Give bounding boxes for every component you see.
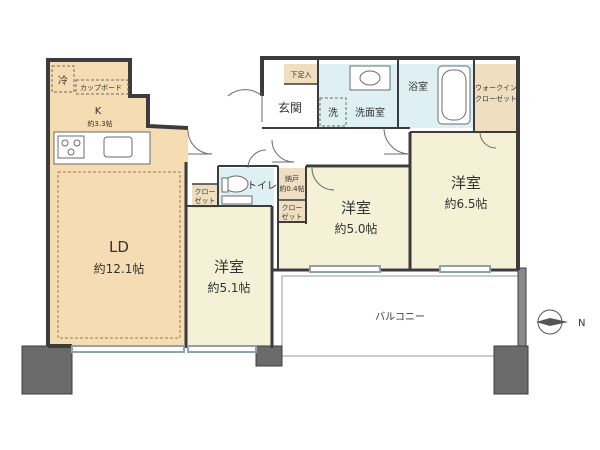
room2-floor [278,168,410,268]
room3-area: 約6.5帖 [444,196,487,211]
closet1-floor [192,184,218,208]
bathtub [437,65,471,125]
storage-floor [278,168,306,200]
shoebox-label: 下足入 [291,71,312,79]
wic-label-1: ウォークイン [475,84,517,92]
cupboard-label: カップボード [80,84,122,92]
entrance-label: 玄関 [278,100,302,115]
room2-area: 約5.0帖 [334,221,377,236]
fridge-label: 冷 [58,74,68,87]
washer-box [319,97,347,127]
room3-name: 洋室 [451,174,481,192]
room1-area: 約5.1帖 [207,280,250,295]
toilet-label: トイレ [247,181,277,192]
kitchen-sink [103,136,133,158]
compass-label: N [578,318,585,329]
compass-icon [536,309,568,335]
ld-area: 約12.1帖 [94,261,145,276]
storage-label-1: 納戸 [285,174,299,183]
wic-label-2: クローゼット [475,94,517,103]
shoebox-floor [284,64,318,84]
closet2-floor [278,200,306,222]
vanity-sink [349,65,391,91]
labels: 冷 カップボード K 約3.3帖 LD 約12.1帖 洋室 約5.1帖 洋室 約… [58,71,585,329]
kitchen-area: 約3.3帖 [87,119,112,128]
balcony-label: バルコニー [375,311,425,323]
windows [71,265,491,353]
closet1-label-1: クロー [195,188,216,196]
bath-label: 浴室 [408,80,428,93]
pillars [21,267,529,395]
entrance-floor [262,84,318,128]
kitchen-name: K [95,106,102,117]
room-fills [48,62,518,346]
storage-label-2: 約0.4帖 [279,184,304,193]
wic-floor [474,64,518,132]
closet2-label-1: クロー [282,204,303,212]
washroom-label: 洗面室 [355,106,385,119]
door-swings [187,89,497,191]
closet1-label-2: ゼット [195,196,216,205]
balcony [281,275,519,357]
ld-name: LD [109,238,129,256]
ld-floor [48,62,188,346]
room1-name: 洋室 [214,258,244,276]
room1-floor [186,206,272,346]
stove [57,135,85,159]
room3-floor [410,132,518,268]
room2-name: 洋室 [341,199,371,217]
closet2-label-2: ゼット [282,212,303,221]
fixtures [51,65,568,339]
washer-label: 洗 [328,107,338,119]
